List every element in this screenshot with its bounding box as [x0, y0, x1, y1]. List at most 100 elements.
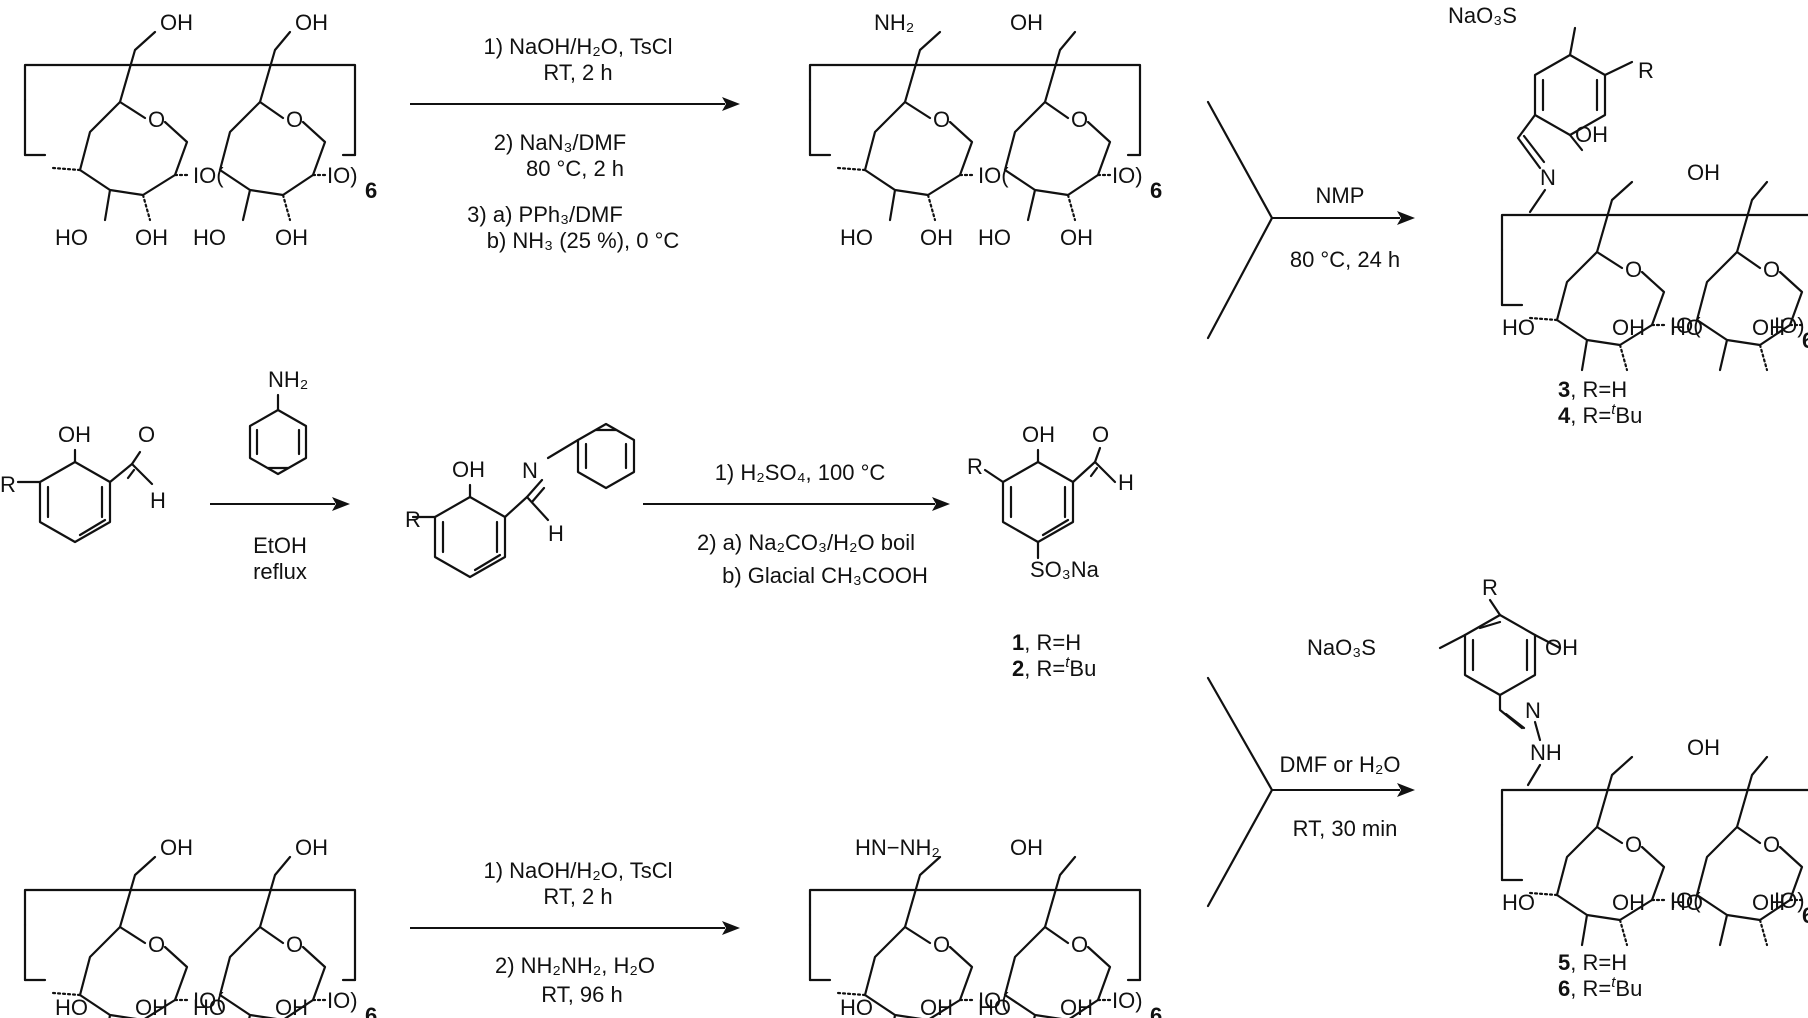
- reaction-arrow-6: DMF or H₂O RT, 30 min: [1206, 676, 1415, 908]
- amino-cd-nh2: NH₂: [874, 10, 914, 35]
- amino-cd-link-open: IO(: [978, 163, 1009, 188]
- sa-h: H: [1118, 470, 1134, 495]
- p34-cd-ho-2: HO: [1670, 315, 1703, 340]
- sulfonated-aldehyde: OH R O H SO₃Na 1, R=H 2, R=tBu: [967, 422, 1134, 681]
- p56-n: N: [1525, 698, 1541, 723]
- amino-cd-repeat: 6: [1150, 178, 1162, 203]
- p56-cd-oh-1: OH: [1612, 890, 1645, 915]
- amino-cd-link-close: IO): [1112, 163, 1143, 188]
- hydrazino-cd-oh-2: OH: [1060, 995, 1093, 1018]
- reaction-arrow-2: NH₂ EtOH reflux: [210, 367, 350, 584]
- cd-b-ring-o-1: O: [148, 932, 165, 957]
- r6-cond-1: DMF or H₂O: [1280, 752, 1401, 777]
- r2-cond-2: reflux: [253, 559, 307, 584]
- hydrazino-cd-group: HN−NH₂: [855, 835, 940, 860]
- r1-cond-3: 2) NaN₃/DMF: [494, 130, 626, 155]
- cd-oh-top-1: OH: [160, 10, 193, 35]
- p56-cd-link-open: IO(: [1670, 888, 1701, 913]
- hydrazino-cd-oh-top: OH: [1010, 835, 1043, 860]
- cd-b-oh-2: OH: [275, 995, 308, 1018]
- p56-cd-oh-top: OH: [1687, 735, 1720, 760]
- p34-cd-ho-1: HO: [1502, 315, 1535, 340]
- p56-cd-ho-1: HO: [1502, 890, 1535, 915]
- product-3-4: NaO₃S R OH N OH O O IO( IO) 6 HO OH HO O…: [1448, 3, 1808, 428]
- sa-o: O: [1092, 422, 1109, 447]
- p56-naso3s: NaO₃S: [1307, 635, 1376, 660]
- r1-cond-6: b) NH₃ (25 %), 0 °C: [487, 228, 680, 253]
- r5-cond-4: RT, 96 h: [541, 982, 623, 1007]
- amino-cd-ho-1: HO: [840, 225, 873, 250]
- cd-link-open: IO(: [193, 163, 224, 188]
- r1-cond-2: RT, 2 h: [543, 60, 612, 85]
- schiff-base: OH R N H: [405, 422, 636, 579]
- p34-cd-oh-1: OH: [1612, 315, 1645, 340]
- amino-cd-ring-o-1: O: [933, 107, 950, 132]
- hydrazino-cd-ho-1: HO: [840, 995, 873, 1018]
- p56-cd-repeat: 6: [1802, 903, 1808, 928]
- amino-cd-oh-2: OH: [1060, 225, 1093, 250]
- cd-b-oh-1: OH: [135, 995, 168, 1018]
- r2-cond-1: EtOH: [253, 533, 307, 558]
- cd-b-link-close: IO): [327, 988, 358, 1013]
- sal-h: H: [150, 488, 166, 513]
- hydrazino-cd-oh-1: OH: [920, 995, 953, 1018]
- cd-b-link-open: IO(: [193, 988, 224, 1013]
- compound-5-label: 5, R=H: [1558, 950, 1627, 975]
- cd-ho-2: HO: [193, 225, 226, 250]
- cd-b-repeat: 6: [365, 1003, 377, 1018]
- r1-cond-1: 1) NaOH/H₂O, TsCl: [483, 34, 672, 59]
- hydrazino-cd-link-open: IO(: [978, 988, 1009, 1013]
- amino-cd-oh-top: OH: [1010, 10, 1043, 35]
- p56-r: R: [1482, 575, 1498, 600]
- p34-cd-link-open: IO(: [1670, 313, 1701, 338]
- compound-6-label: 6, R=tBu: [1558, 974, 1642, 1001]
- p56-nh: NH: [1530, 740, 1562, 765]
- cd-b-oh-top-2: OH: [295, 835, 328, 860]
- cd-link-close: IO): [327, 163, 358, 188]
- hydrazino-cd-ring-o-1: O: [933, 932, 950, 957]
- compound-4-label: 4, R=tBu: [1558, 401, 1642, 428]
- p34-cd-oh-2: OH: [1752, 315, 1785, 340]
- cd-ho-1: HO: [55, 225, 88, 250]
- sa-oh: OH: [1022, 422, 1055, 447]
- p56-cd-ring-o-1: O: [1625, 832, 1642, 857]
- p56-cd-ring-o-2: O: [1763, 832, 1780, 857]
- schiff-h: H: [548, 521, 564, 546]
- p34-cd-ring-o-2: O: [1763, 257, 1780, 282]
- p34-r: R: [1638, 58, 1654, 83]
- p56-cd-link-close: IO): [1774, 888, 1805, 913]
- cd-ring-o-1: O: [148, 107, 165, 132]
- reaction-arrow-1: 1) NaOH/H₂O, TsCl RT, 2 h 2) NaN₃/DMF 80…: [410, 34, 740, 253]
- p34-cd-ring-o-1: O: [1625, 257, 1642, 282]
- p34-cd-link-close: IO): [1774, 313, 1805, 338]
- amino-cd-ho-2: HO: [978, 225, 1011, 250]
- schiff-oh: OH: [452, 457, 485, 482]
- compound-3-label: 3, R=H: [1558, 377, 1627, 402]
- reaction-arrow-3: 1) H₂SO₄, 100 °C 2) a) Na₂CO₃/H₂O boil b…: [643, 460, 950, 588]
- r3-cond-2: 2) a) Na₂CO₃/H₂O boil: [697, 530, 915, 555]
- sal-o: O: [138, 422, 155, 447]
- cd-oh-2: OH: [275, 225, 308, 250]
- hydrazino-cd: HN−NH₂ OH O O IO( IO) 6 HO OH HO OH: [808, 835, 1162, 1018]
- r5-cond-3: 2) NH₂NH₂, H₂O: [495, 953, 655, 978]
- p34-cd-repeat: 6: [1802, 328, 1808, 353]
- cd-oh-top-2: OH: [295, 10, 328, 35]
- hydrazino-cd-link-close: IO): [1112, 988, 1143, 1013]
- hydrazino-cd-repeat: 6: [1150, 1003, 1162, 1018]
- r5-cond-2: RT, 2 h: [543, 884, 612, 909]
- reaction-arrow-5: 1) NaOH/H₂O, TsCl RT, 2 h 2) NH₂NH₂, H₂O…: [410, 858, 740, 1007]
- amino-cd-oh-1: OH: [920, 225, 953, 250]
- cd-b-ho-2: HO: [193, 995, 226, 1018]
- p34-cd-oh-top: OH: [1687, 160, 1720, 185]
- cd-start-bottom: OH OH O O IO( IO) 6 HO OH HO OH: [23, 835, 377, 1018]
- cd-b-ho-1: HO: [55, 995, 88, 1018]
- cd-ring-o-2: O: [286, 107, 303, 132]
- r4-cond-2: 80 °C, 24 h: [1290, 247, 1400, 272]
- p56-cd-ho-2: HO: [1670, 890, 1703, 915]
- product-5-6: R OH NaO₃S N NH OH O O IO( IO) 6 HO OH H…: [1307, 575, 1808, 1001]
- amino-cd-ring-o-2: O: [1071, 107, 1088, 132]
- p56-oh: OH: [1545, 635, 1578, 660]
- compound-1-label: 1, R=H: [1012, 630, 1081, 655]
- compound-2-label: 2, R=tBu: [1012, 654, 1096, 681]
